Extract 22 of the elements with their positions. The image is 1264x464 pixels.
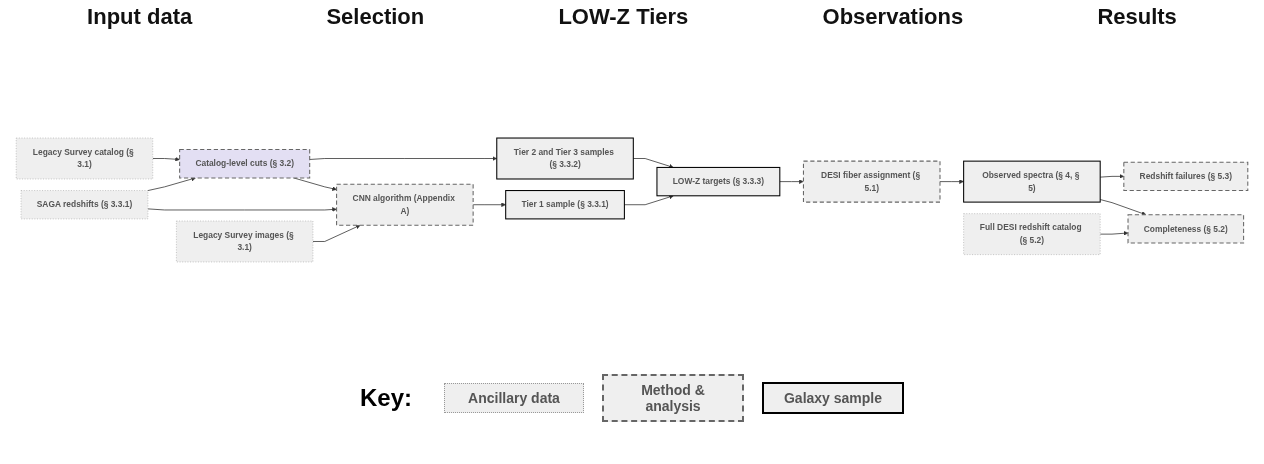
column-heading: Observations (822, 4, 964, 30)
column-heading: Input data (87, 4, 193, 30)
node-box: Catalog-level cuts (§ 3.2) (179, 149, 311, 179)
node-box: Completeness (§ 5.2) (1127, 214, 1245, 244)
legend-sample-box: Ancillary data (444, 383, 584, 413)
node-box: Tier 2 and Tier 3 samples (§ 3.3.2) (496, 137, 634, 180)
node-box: Observed spectra (§ 4, § 5) (963, 160, 1101, 203)
node-box: LOW-Z targets (§ 3.3.3) (656, 166, 781, 197)
node-box: SAGA redshifts (§ 3.3.1) (20, 190, 149, 220)
column-heading: LOW-Z Tiers (558, 4, 689, 30)
node-box: Tier 1 sample (§ 3.3.1) (505, 190, 625, 220)
column-heading: Selection (326, 4, 425, 30)
node-box: CNN algorithm (Appendix A) (336, 183, 474, 226)
node-box: Legacy Survey catalog (§ 3.1) (15, 137, 153, 180)
node-box: Legacy Survey images (§ 3.1) (176, 220, 314, 263)
node-box: Redshift failures (§ 5.3) (1123, 161, 1249, 192)
node-box: DESI fiber assignment (§ 5.1) (802, 160, 941, 203)
column-heading: Results (1097, 4, 1177, 30)
node-box: Full DESI redshift catalog (§ 5.2) (963, 213, 1101, 255)
legend-sample-box: Galaxy sample (762, 382, 904, 414)
legend-sample-box: Method & analysis (602, 374, 744, 422)
key-heading: Key: (360, 384, 412, 412)
